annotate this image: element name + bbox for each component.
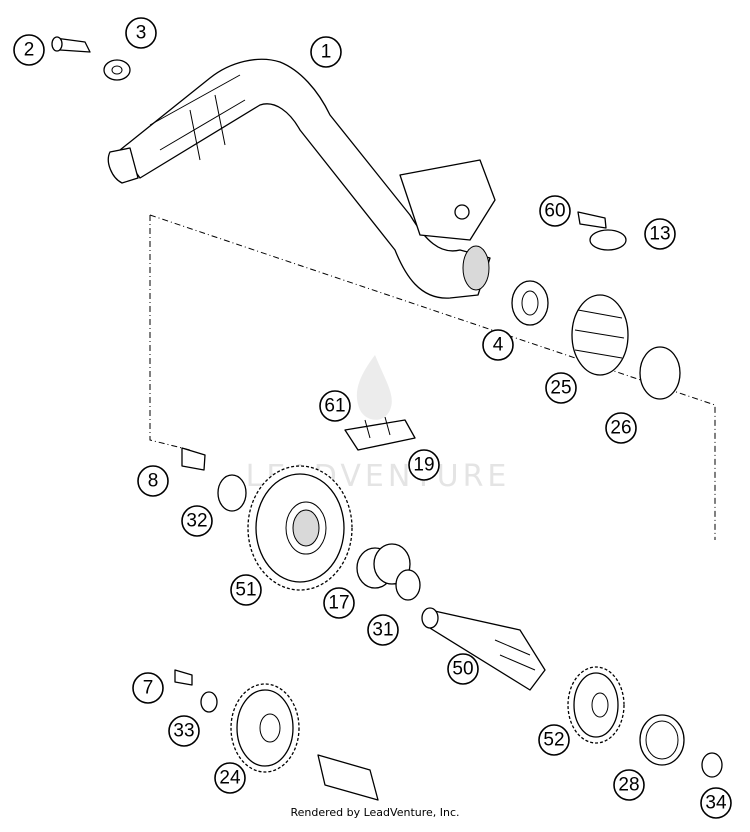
callout-13: 13 [644, 218, 676, 250]
callout-34: 34 [700, 787, 732, 819]
svg-text:25: 25 [550, 378, 571, 399]
spring-guide-part [639, 346, 681, 400]
svg-text:3: 3 [136, 23, 147, 44]
svg-text:52: 52 [543, 730, 564, 751]
callout-8: 8 [137, 465, 169, 497]
small-screw [174, 669, 193, 686]
gear-52 [567, 666, 625, 744]
svg-text:33: 33 [173, 721, 194, 742]
svg-text:61: 61 [324, 396, 345, 417]
svg-text:26: 26 [610, 418, 631, 439]
circlip-part [511, 280, 549, 326]
svg-text:7: 7 [143, 678, 154, 699]
callout-25: 25 [545, 372, 577, 404]
callout-60: 60 [539, 195, 571, 227]
callout-4: 4 [482, 329, 514, 361]
stop-bracket-part [344, 416, 416, 451]
callout-51: 51 [230, 574, 262, 606]
bolt-part [577, 211, 627, 251]
screw-part [181, 447, 206, 471]
callout-3: 3 [125, 17, 157, 49]
svg-text:8: 8 [148, 471, 159, 492]
retaining-ring [639, 714, 685, 766]
spring-part [571, 294, 629, 376]
small-clip [701, 752, 723, 778]
footer-credit: Rendered by LeadVenture, Inc. [290, 806, 460, 819]
svg-text:31: 31 [372, 620, 393, 641]
pin-part [51, 36, 91, 53]
svg-text:51: 51 [235, 580, 256, 601]
callout-24: 24 [214, 762, 246, 794]
callout-19: 19 [408, 449, 440, 481]
needle-bearing [356, 543, 411, 589]
callout-1: 1 [310, 36, 342, 68]
assembly-lines [149, 214, 716, 540]
svg-text:2: 2 [24, 40, 35, 61]
callout-28: 28 [613, 769, 645, 801]
shim-part [217, 474, 247, 512]
svg-text:60: 60 [544, 201, 565, 222]
small-washer [200, 691, 218, 713]
svg-text:34: 34 [705, 793, 727, 814]
svg-text:13: 13 [649, 224, 670, 245]
callout-2: 2 [13, 34, 45, 66]
svg-text:24: 24 [219, 768, 241, 789]
callout-32: 32 [181, 505, 213, 537]
watermark-flame-icon [356, 355, 392, 420]
svg-text:32: 32 [186, 511, 207, 532]
callout-52: 52 [538, 724, 570, 756]
callout-7: 7 [132, 672, 164, 704]
kickstart-gear [247, 465, 353, 591]
callout-50: 50 [447, 653, 479, 685]
gear-pin [317, 754, 379, 801]
callout-31: 31 [367, 614, 399, 646]
callout-17: 17 [323, 587, 355, 619]
thrust-washer [395, 569, 421, 601]
svg-text:28: 28 [618, 775, 639, 796]
callout-61: 61 [319, 390, 351, 422]
svg-text:4: 4 [493, 335, 504, 356]
svg-text:19: 19 [413, 455, 434, 476]
callout-26: 26 [605, 412, 637, 444]
intermediate-gear [230, 683, 300, 773]
svg-text:1: 1 [321, 42, 332, 63]
svg-text:17: 17 [328, 593, 349, 614]
callout-33: 33 [168, 715, 200, 747]
washer-part [103, 59, 131, 81]
kickstart-shaft [421, 607, 546, 691]
svg-text:50: 50 [452, 659, 473, 680]
kickstart-lever [107, 58, 496, 299]
